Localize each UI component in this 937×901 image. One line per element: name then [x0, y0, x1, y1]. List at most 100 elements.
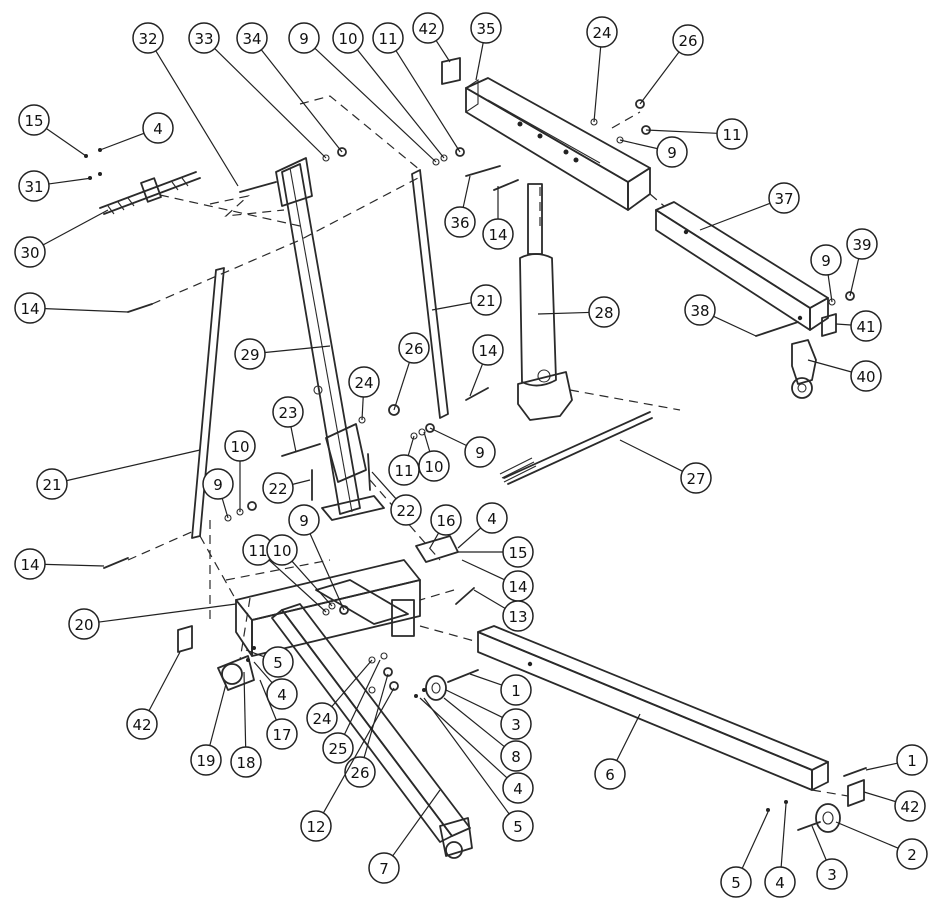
callout-circle: [234, 338, 266, 370]
leader-line: [209, 683, 227, 746]
leader-line: [713, 315, 757, 337]
callout-label: 25: [328, 740, 347, 758]
callout-circle: [190, 744, 222, 776]
callout-circle: [846, 228, 878, 260]
callout-circle: [14, 292, 46, 324]
callout-circle: [398, 332, 430, 364]
callout-c1b: 1: [865, 744, 928, 776]
callout-c35: 35: [470, 12, 502, 81]
callout-circle: [132, 22, 164, 54]
callout-label: 4: [487, 510, 497, 528]
callout-c6: 6: [594, 713, 641, 790]
callout-circle: [502, 536, 534, 568]
callout-circle: [470, 284, 502, 316]
callout-circle: [348, 366, 380, 398]
callout-c39: 39: [846, 228, 878, 297]
callout-label: 33: [194, 30, 213, 48]
callout-circle: [266, 534, 298, 566]
callout-c3b: 3: [811, 825, 848, 890]
leader-line: [322, 687, 395, 814]
boom-part-35: [465, 77, 651, 211]
leader-line: [148, 651, 181, 712]
leader-line: [243, 671, 247, 748]
callout-circle: [896, 838, 928, 870]
callout-circle: [680, 462, 712, 494]
leader-line: [827, 274, 833, 303]
callout-c9d: 9: [429, 427, 496, 468]
callout-circle: [850, 310, 882, 342]
callout-c23: 23: [272, 396, 304, 453]
callout-circle: [502, 600, 534, 632]
callout-c26b: 26: [393, 332, 430, 411]
callout-c11c: 11: [388, 435, 420, 486]
callout-label: 11: [378, 30, 397, 48]
callout-label: 14: [20, 300, 39, 318]
leader-line: [462, 175, 471, 208]
callout-c24a: 24: [586, 16, 618, 123]
callout-circle: [300, 810, 332, 842]
callout-label: 21: [42, 476, 61, 494]
callout-label: 9: [821, 252, 831, 270]
callout-label: 34: [242, 30, 261, 48]
callout-circle: [684, 294, 716, 326]
callout-c42b: 42: [126, 651, 181, 740]
leader-line: [44, 563, 105, 567]
callout-c9a: 9: [288, 22, 437, 163]
leader-line: [429, 532, 440, 549]
callout-label: 27: [686, 470, 705, 488]
callout-c42a: 42: [412, 12, 451, 63]
callout-label: 42: [900, 798, 919, 816]
adjuster-screw-part-30: [99, 171, 201, 215]
callout-c14d: 14: [14, 548, 105, 580]
callout-label: 8: [511, 748, 521, 766]
callout-label: 2: [907, 846, 917, 864]
callout-circle: [262, 472, 294, 504]
callout-label: 40: [856, 368, 875, 386]
callout-c26c: 26: [344, 673, 389, 788]
leader-line: [331, 659, 373, 708]
callout-circle: [306, 702, 338, 734]
callout-circle: [332, 22, 364, 54]
callout-label: 22: [396, 502, 415, 520]
callout-c22a: 22: [262, 472, 311, 504]
leader-line: [429, 427, 467, 447]
leader-line: [619, 439, 683, 472]
leader-line: [780, 803, 787, 868]
leader-line: [66, 449, 201, 482]
leader-line: [309, 533, 345, 611]
callout-circle: [500, 674, 532, 706]
callout-circle: [14, 236, 46, 268]
callout-c29: 29: [234, 338, 331, 370]
washers-and-nuts: [84, 99, 855, 812]
callout-label: 20: [74, 616, 93, 634]
callout-c14e: 14: [461, 559, 534, 602]
callout-c14b: 14: [14, 292, 129, 324]
callout-label: 9: [213, 476, 223, 494]
callout-circle: [470, 12, 502, 44]
leader-line: [473, 589, 506, 609]
leader-line: [42, 209, 109, 246]
callout-label: 22: [268, 480, 287, 498]
callout-label: 18: [236, 754, 255, 772]
callout-circle: [262, 646, 294, 678]
callout-label: 29: [240, 346, 259, 364]
callout-label: 11: [394, 462, 413, 480]
callout-circle: [500, 740, 532, 772]
callout-circle: [502, 772, 534, 804]
callout-circle: [894, 790, 926, 822]
leader-line: [221, 498, 229, 519]
callout-circle: [272, 396, 304, 428]
leader-line: [865, 762, 898, 771]
leader-line: [645, 129, 718, 134]
hydraulic-ram-part-28: [517, 183, 573, 421]
callout-circle: [444, 206, 476, 238]
callout-c41: 41: [835, 310, 882, 342]
callout-c10a: 10: [332, 22, 445, 159]
callout-circle: [126, 708, 158, 740]
callout-label: 1: [511, 682, 521, 700]
callout-label: 23: [278, 404, 297, 422]
leader-line: [290, 426, 297, 453]
wheel-part-8: [425, 675, 447, 701]
leader-line: [741, 811, 769, 869]
callout-circle: [716, 118, 748, 150]
